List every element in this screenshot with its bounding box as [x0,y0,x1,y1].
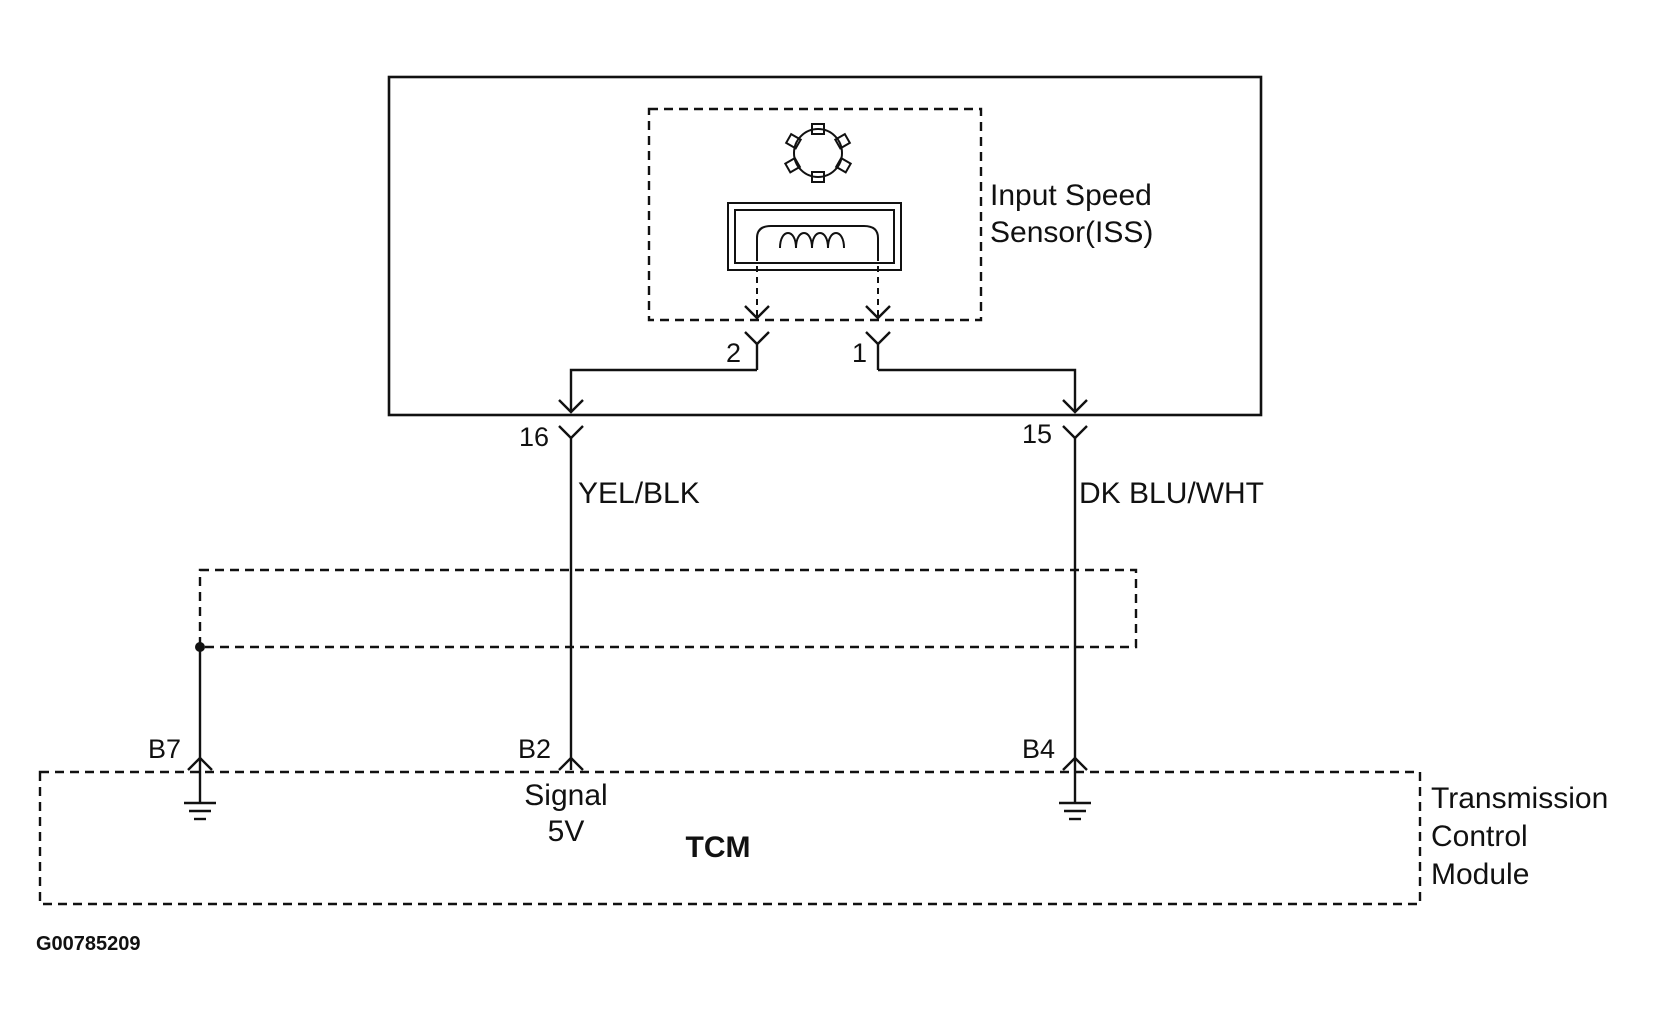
tcm-name: TCM [686,831,751,864]
tcm-pin-b2-symbol [558,756,584,771]
sensor-pin-1-label: 1 [852,338,867,368]
signal-label: Signal [524,779,607,812]
tcm-pin-b2-label: B2 [518,734,551,764]
sensor-label-line1: Input Speed [990,179,1152,212]
ground-icon [184,770,216,821]
signal-voltage-label: 5V [548,815,585,848]
wire-color-left-label: YEL/BLK [578,477,700,510]
sensor-pin-1-symbol [865,305,891,370]
tcm-label-line1: Transmission [1431,782,1608,815]
pickup-coil-icon [727,202,902,271]
sensor-pin-2-label: 2 [726,338,741,368]
figure-code: G00785209 [36,933,141,955]
internal-wire-left [569,368,757,412]
wire-color-right-label: DK BLU/WHT [1079,477,1264,510]
tcm-label-line3: Module [1431,858,1529,891]
connector-pin-15-label: 15 [1022,419,1052,449]
tcm-label-line2: Control [1431,820,1528,853]
iss-dashed-enclosure [647,107,983,322]
tcm-pin-b4-symbol [1062,756,1088,771]
sensor-pin-2-symbol [744,305,770,370]
tcm-dashed-box [38,770,1422,906]
tcm-pin-b4-label: B4 [1022,734,1055,764]
sensor-label-line2: Sensor(ISS) [990,216,1153,249]
tcm-pin-b7-symbol [187,756,213,771]
sensor-housing-box [387,75,1263,417]
tone-wheel-icon [783,123,853,183]
ground-icon [1059,770,1091,821]
shield-dashed-box [198,568,1138,649]
internal-wire-right [878,368,1077,412]
tcm-pin-b7-label: B7 [148,734,181,764]
connector-pin-16-label: 16 [519,422,549,452]
